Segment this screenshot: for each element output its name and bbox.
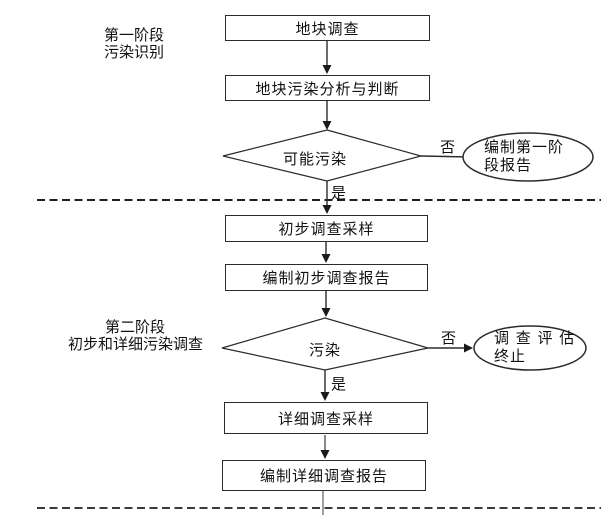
process-box-preliminary-report: 编制初步调查报告 xyxy=(225,264,428,291)
arrowhead-down-icon xyxy=(322,205,332,214)
process-box-site-survey: 地块调查 xyxy=(225,15,430,41)
arrowhead-down-icon xyxy=(320,392,330,401)
decision1-yes-label: 是 xyxy=(331,184,347,202)
decision1-label: 可能污染 xyxy=(283,150,348,168)
decision2-yes-label: 是 xyxy=(331,375,347,393)
decision2-no-label: 否 xyxy=(441,329,457,347)
terminator1-line2: 段报告 xyxy=(484,155,533,174)
stage2-label-line1: 第二阶段 xyxy=(104,318,165,336)
connector-decision1-no xyxy=(420,155,471,158)
process-box-detailed-report: 编制详细调查报告 xyxy=(222,460,426,491)
stage1-label-line1: 第一阶段 xyxy=(104,26,165,44)
terminator1-text: 编制第一阶 段报告 xyxy=(484,138,565,174)
stage2-label-line2: 初步和详细污染调查 xyxy=(68,335,204,353)
decision-diamond-pollution xyxy=(221,317,429,371)
arrowhead-down-icon xyxy=(322,65,332,74)
arrowhead-down-icon xyxy=(322,121,332,130)
terminator2-text: 调 查 评 估 终止 xyxy=(494,329,576,365)
terminator2-line1: 调 查 评 估 xyxy=(494,329,576,347)
decision-diamond-possible-pollution xyxy=(222,129,424,182)
arrowhead-right-icon xyxy=(464,343,473,353)
stage1-label-line2: 污染识别 xyxy=(104,43,165,61)
decision2-label: 污染 xyxy=(309,341,342,359)
arrowhead-down-icon xyxy=(321,308,331,317)
process-box-preliminary-sampling: 初步调查采样 xyxy=(225,215,428,242)
decision1-no-label: 否 xyxy=(440,138,456,156)
terminator-ellipse-phase1-report xyxy=(462,132,594,182)
terminator-ellipse-survey-end xyxy=(473,325,587,371)
arrowhead-down-icon xyxy=(321,254,331,263)
stage1-label: 第一阶段 污染识别 xyxy=(104,27,164,61)
terminator1-line1: 编制第一阶 xyxy=(484,138,565,156)
terminator2-line2: 终止 xyxy=(494,346,527,365)
process-box-pollution-analysis: 地块污染分析与判断 xyxy=(225,75,430,101)
process-box-detailed-sampling: 详细调查采样 xyxy=(224,402,428,434)
stage2-label: 第二阶段 初步和详细污染调查 xyxy=(68,318,204,353)
arrowhead-down-icon xyxy=(320,450,330,459)
